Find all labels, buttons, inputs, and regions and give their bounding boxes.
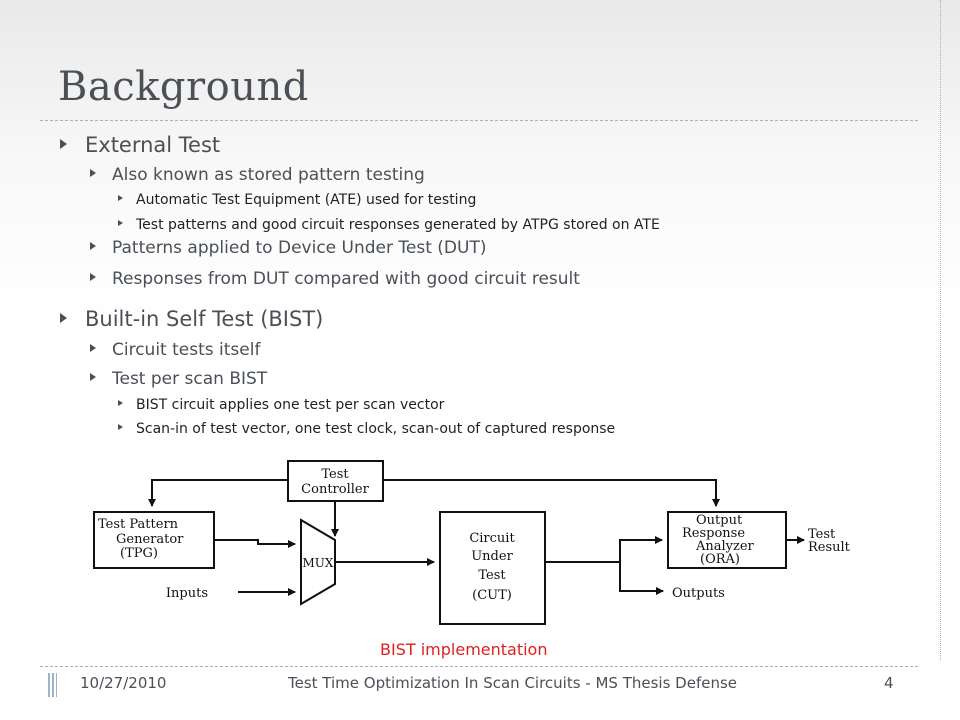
bullet-text: Circuit tests itself bbox=[112, 340, 261, 360]
bullet-scan-in-out: Scan-in of test vector, one test clock, … bbox=[118, 421, 615, 437]
bullet-one-test-per-vector: BIST circuit applies one test per scan v… bbox=[118, 397, 444, 413]
bullet-atpg: Test patterns and good circuit responses… bbox=[118, 217, 660, 233]
bullet-bist: Built-in Self Test (BIST) bbox=[60, 307, 323, 331]
mux-label: MUX bbox=[303, 556, 334, 570]
footer-divider bbox=[40, 666, 918, 667]
bullet-arrow-icon bbox=[90, 242, 96, 250]
bullet-circuit-tests-itself: Circuit tests itself bbox=[90, 340, 260, 360]
tpg-label-3: (TPG) bbox=[120, 546, 158, 561]
test-result-label-1: Test bbox=[808, 527, 836, 542]
cut-label-1: Circuit bbox=[469, 531, 515, 546]
slide-title: Background bbox=[58, 64, 309, 110]
bullet-text: Automatic Test Equipment (ATE) used for … bbox=[136, 192, 477, 208]
outputs-label: Outputs bbox=[672, 586, 725, 601]
test-controller-label-1: Test bbox=[321, 467, 349, 482]
bullet-text: Scan-in of test vector, one test clock, … bbox=[136, 421, 616, 437]
bist-diagram: Test Controller Test Pattern Generator (… bbox=[88, 456, 863, 632]
bullet-arrow-icon bbox=[118, 220, 123, 226]
footer-title: Test Time Optimization In Scan Circuits … bbox=[288, 674, 738, 692]
mux-block bbox=[300, 518, 336, 606]
bullet-responses-compared: Responses from DUT compared with good ci… bbox=[90, 269, 580, 289]
cut-block bbox=[439, 511, 546, 625]
ora-label-1: Output bbox=[696, 513, 743, 528]
controller-to-ora-line bbox=[383, 479, 720, 507]
footer-date: 10/27/2010 bbox=[80, 674, 167, 692]
slide-number: 4 bbox=[884, 674, 894, 692]
bullet-patterns-applied: Patterns applied to Device Under Test (D… bbox=[90, 238, 486, 258]
test-result-label-2: Result bbox=[808, 540, 851, 555]
cut-to-ora-line bbox=[619, 536, 663, 562]
bullet-text: External Test bbox=[85, 133, 221, 157]
ora-label-3: Analyzer bbox=[695, 539, 755, 554]
bullet-text: Built-in Self Test (BIST) bbox=[85, 307, 324, 331]
bullet-text: Patterns applied to Device Under Test (D… bbox=[112, 238, 487, 258]
bullet-arrow-icon bbox=[118, 195, 123, 201]
bullet-arrow-icon bbox=[90, 344, 96, 352]
tpg-label-1: Test Pattern bbox=[98, 517, 179, 532]
bullet-arrow-icon bbox=[90, 169, 96, 177]
bullet-stored-pattern: Also known as stored pattern testing bbox=[90, 165, 425, 185]
tpg-label-2: Generator bbox=[116, 532, 184, 547]
bullet-text: Test per scan BIST bbox=[112, 369, 268, 389]
bullet-text: Responses from DUT compared with good ci… bbox=[112, 269, 580, 289]
bullet-arrow-icon bbox=[60, 139, 67, 149]
bullet-arrow-icon bbox=[118, 424, 123, 430]
right-border-rule bbox=[940, 0, 942, 660]
bullet-test-per-scan: Test per scan BIST bbox=[90, 369, 267, 389]
cut-label-4: (CUT) bbox=[472, 588, 512, 603]
ora-label-2: Response bbox=[682, 526, 745, 541]
ora-label-4: (ORA) bbox=[700, 552, 740, 567]
tpg-to-mux-line bbox=[214, 539, 296, 548]
bullet-text: BIST circuit applies one test per scan v… bbox=[136, 397, 445, 413]
title-divider bbox=[40, 120, 918, 121]
test-controller-label-2: Controller bbox=[301, 482, 369, 497]
bullet-text: Test patterns and good circuit responses… bbox=[136, 217, 660, 233]
cut-to-outputs-line bbox=[619, 562, 664, 595]
bullet-external-test: External Test bbox=[60, 133, 220, 157]
bist-diagram-svg: Test Controller Test Pattern Generator (… bbox=[93, 460, 851, 625]
figure-caption: BIST implementation bbox=[380, 640, 548, 659]
bullet-arrow-icon bbox=[118, 400, 123, 406]
bullet-ate: Automatic Test Equipment (ATE) used for … bbox=[118, 192, 476, 208]
inputs-label: Inputs bbox=[166, 586, 208, 601]
cut-label-2: Under bbox=[471, 549, 513, 564]
footer-stripe-marker bbox=[48, 673, 57, 697]
bullet-arrow-icon bbox=[90, 273, 96, 281]
bullet-arrow-icon bbox=[90, 373, 96, 381]
controller-to-tpg-line bbox=[148, 479, 288, 507]
cut-label-3: Test bbox=[478, 568, 506, 583]
bullet-arrow-icon bbox=[60, 313, 67, 323]
bullet-text: Also known as stored pattern testing bbox=[112, 165, 425, 185]
